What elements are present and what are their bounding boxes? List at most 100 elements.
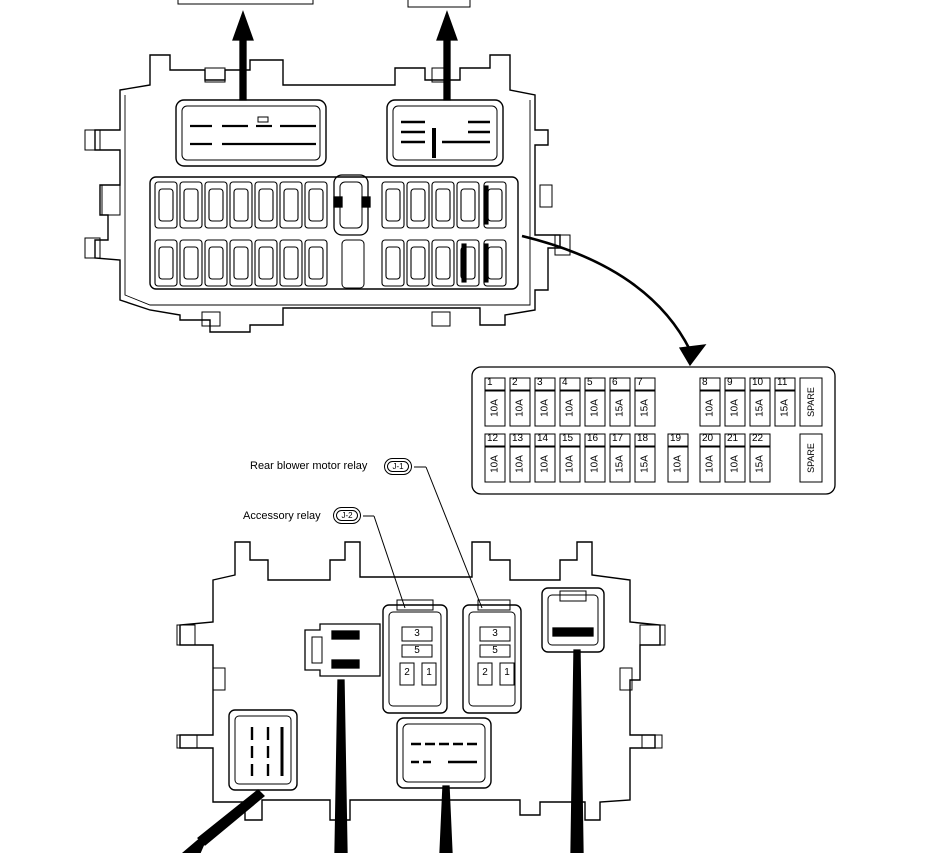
upper-fuse-body — [410, 188, 426, 222]
fuse-number: 1 — [487, 377, 493, 388]
upper-fuse-slot — [204, 239, 228, 287]
upper-fuse-body — [258, 246, 274, 280]
fuse-rating-box — [667, 446, 689, 483]
rear-blower-relay-badge: J-1 — [384, 458, 412, 475]
fuse-number: 12 — [487, 433, 499, 444]
upper-fuse-body — [183, 246, 199, 280]
fuse-rating-box — [699, 390, 721, 427]
upper-fuse-body — [233, 188, 249, 222]
fuse-rating-box — [559, 390, 581, 427]
upper-fuse-slot — [304, 181, 328, 229]
upper-fuse-body — [183, 188, 199, 222]
upper-fuse-cells — [154, 181, 507, 287]
upper-fuse-slot — [456, 239, 480, 287]
fuse-rating-box — [509, 446, 531, 483]
fuse-number-box — [609, 433, 631, 447]
fuse-number: 20 — [702, 433, 714, 444]
j1-terminal-3: 3 — [492, 628, 498, 639]
upper-fuse-body — [258, 188, 274, 222]
fuse-slot-shadow — [483, 185, 489, 225]
upper-fuse-body — [460, 188, 476, 222]
j2-terminal-5: 5 — [414, 645, 420, 656]
j1-terminal-2: 2 — [482, 667, 488, 678]
fuse-rating-box — [634, 446, 656, 483]
fuse-number: 17 — [612, 433, 624, 444]
fuse-rating-box — [774, 390, 796, 427]
fuse-rating-box — [584, 390, 606, 427]
fuse-number: 13 — [512, 433, 524, 444]
fuse-rating-box — [534, 446, 556, 483]
upper-fuse-slot — [381, 239, 405, 287]
fuse-rating: 15A — [614, 399, 626, 417]
spare-fuse-label: SPARE — [806, 443, 816, 473]
fuse-rating-box — [634, 390, 656, 427]
upper-fuse-slot — [304, 239, 328, 287]
fuse-rating: 10A — [539, 455, 551, 473]
fuse-rating: 10A — [564, 455, 576, 473]
fuse-rating-box — [484, 446, 506, 483]
fuse-number-box — [559, 377, 581, 391]
fuse-number-box — [749, 377, 771, 391]
fuse-rating: 15A — [779, 399, 791, 417]
j2-terminal-3: 3 — [414, 628, 420, 639]
upper-fuse-body — [410, 246, 426, 280]
upper-fuse-body — [435, 188, 451, 222]
fuse-rating: 15A — [639, 455, 651, 473]
fuse-number-box — [559, 433, 581, 447]
fuse-rating: 10A — [589, 455, 601, 473]
fuse-rating-box — [799, 377, 823, 427]
fuse-number: 21 — [727, 433, 739, 444]
upper-fuse-body — [208, 246, 224, 280]
upper-fuse-slot — [254, 239, 278, 287]
fuse-rating-box — [724, 390, 746, 427]
lower-relay-block — [176, 541, 666, 853]
fuse-number: 5 — [587, 377, 593, 388]
fuse-rating: 10A — [514, 455, 526, 473]
fuse-rating: 10A — [589, 399, 601, 417]
fuse-rating-box — [609, 390, 631, 427]
fuse-number: 6 — [612, 377, 618, 388]
upper-fuse-body — [385, 246, 401, 280]
fuse-rating: 10A — [729, 455, 741, 473]
fuse-rating-box — [559, 446, 581, 483]
fuse-number-box — [534, 377, 556, 391]
fuse-number: 4 — [562, 377, 568, 388]
fuse-number: 8 — [702, 377, 708, 388]
fuse-rating-box — [484, 390, 506, 427]
upper-fuse-body — [435, 246, 451, 280]
upper-fuse-body — [487, 246, 503, 280]
fuse-number: 2 — [512, 377, 518, 388]
upper-fuse-slot — [456, 181, 480, 229]
upper-fuse-body — [233, 246, 249, 280]
fuse-number-box — [749, 433, 771, 447]
upper-fuse-body — [283, 188, 299, 222]
accessory-relay-label: Accessory relay — [243, 510, 321, 522]
fuse-rating: 15A — [614, 455, 626, 473]
fuse-number-box — [774, 377, 796, 391]
fuse-rating: 10A — [704, 399, 716, 417]
fuse-rating: 10A — [489, 399, 501, 417]
fuse-number-box — [534, 433, 556, 447]
upper-fuse-body — [460, 246, 476, 280]
fuse-number-box — [724, 433, 746, 447]
fuse-rating-box — [749, 446, 771, 483]
upper-fuse-body — [158, 246, 174, 280]
fuse-number-box — [509, 433, 531, 447]
fuse-rating-box — [799, 433, 823, 483]
fuse-number-box — [509, 377, 531, 391]
fuse-rating: 10A — [539, 399, 551, 417]
upper-fuse-body — [308, 246, 324, 280]
fuse-number-box — [634, 433, 656, 447]
fuse-number: 14 — [537, 433, 549, 444]
upper-fuse-slot — [431, 181, 455, 229]
fuse-number: 15 — [562, 433, 574, 444]
upper-fuse-slot — [229, 181, 253, 229]
fuse-number: 7 — [637, 377, 643, 388]
upper-fuse-slot — [154, 239, 178, 287]
fuse-number: 10 — [752, 377, 764, 388]
fuse-rating-box — [509, 390, 531, 427]
fuse-rating: 10A — [564, 399, 576, 417]
table-pointer-arrow — [521, 234, 707, 367]
upper-fuse-body — [208, 188, 224, 222]
upper-fuse-body — [385, 188, 401, 222]
